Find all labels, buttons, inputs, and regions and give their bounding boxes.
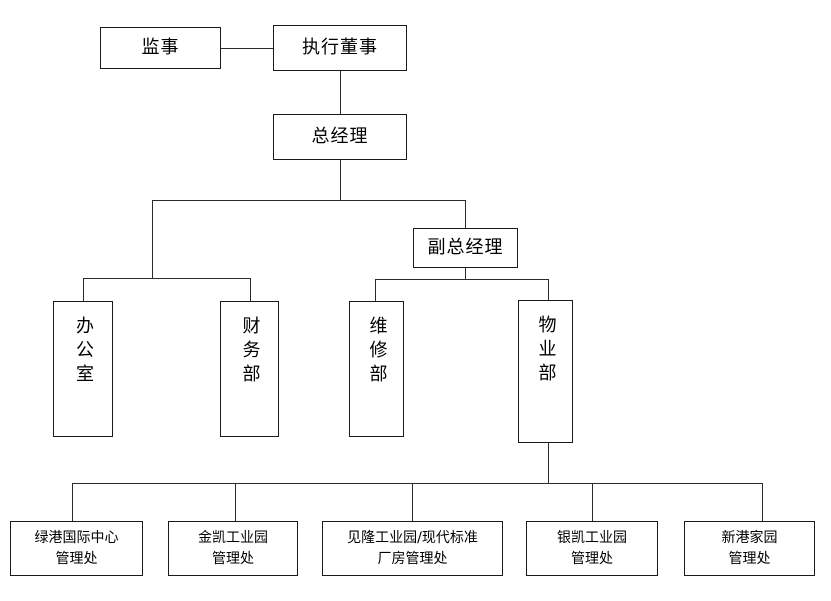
connector-right-departments-bus (375, 279, 549, 280)
connector-property-bottom-drop (548, 443, 549, 483)
node-property[interactable]: 物业部 (518, 300, 573, 443)
connector-left-departments-bus (83, 278, 251, 279)
node-finance[interactable]: 财务部 (220, 301, 279, 437)
node-management-office-3-label: 见隆工业园/现代标准 厂房管理处 (347, 530, 478, 567)
node-deputy-general-manager-label: 副总经理 (427, 236, 504, 258)
node-maintenance-label: 维修部 (366, 316, 388, 388)
node-general-manager-label: 总经理 (311, 125, 369, 147)
connector-office-5-drop (762, 483, 763, 521)
connector-management-offices-bus (72, 483, 763, 484)
node-deputy-general-manager[interactable]: 副总经理 (413, 228, 518, 268)
node-management-office-5-label: 新港家园 管理处 (721, 530, 778, 567)
connector-office-4-drop (592, 483, 593, 521)
connector-executive-director-to-general-manager (340, 71, 341, 114)
connector-deputy-general-manager-drop (465, 200, 466, 228)
node-supervisor-label: 监事 (141, 36, 180, 58)
connector-finance-drop (250, 278, 251, 301)
node-executive-director-label: 执行董事 (302, 36, 378, 58)
connector-left-branch-drop (152, 200, 153, 278)
connector-supervisor-to-executive-director (221, 48, 273, 49)
node-office[interactable]: 办公室 (53, 301, 113, 437)
node-property-label: 物业部 (535, 315, 557, 387)
connector-property-drop (548, 279, 549, 300)
node-maintenance[interactable]: 维修部 (349, 301, 404, 437)
node-supervisor[interactable]: 监事 (100, 27, 221, 69)
connector-office-drop (83, 278, 84, 301)
connector-general-manager-bus (152, 200, 466, 201)
connector-deputy-general-manager-bottom (465, 268, 466, 279)
node-management-office-2-label: 金凯工业园 管理处 (198, 530, 268, 567)
connector-maintenance-drop (375, 279, 376, 301)
node-management-office-2[interactable]: 金凯工业园 管理处 (168, 521, 298, 576)
node-office-label: 办公室 (73, 316, 94, 388)
node-management-office-1[interactable]: 绿港国际中心 管理处 (10, 521, 143, 576)
connector-general-manager-drop (340, 160, 341, 200)
node-general-manager[interactable]: 总经理 (273, 114, 407, 160)
connector-office-2-drop (235, 483, 236, 521)
connector-office-3-drop (412, 483, 413, 521)
node-executive-director[interactable]: 执行董事 (273, 25, 407, 71)
node-management-office-1-label: 绿港国际中心 管理处 (34, 530, 119, 567)
connector-office-1-drop (72, 483, 73, 521)
node-finance-label: 财务部 (239, 316, 261, 388)
node-management-office-4-label: 银凯工业园 管理处 (557, 530, 627, 567)
node-management-office-4[interactable]: 银凯工业园 管理处 (526, 521, 658, 576)
node-management-office-5[interactable]: 新港家园 管理处 (684, 521, 815, 576)
node-management-office-3[interactable]: 见隆工业园/现代标准 厂房管理处 (322, 521, 503, 576)
